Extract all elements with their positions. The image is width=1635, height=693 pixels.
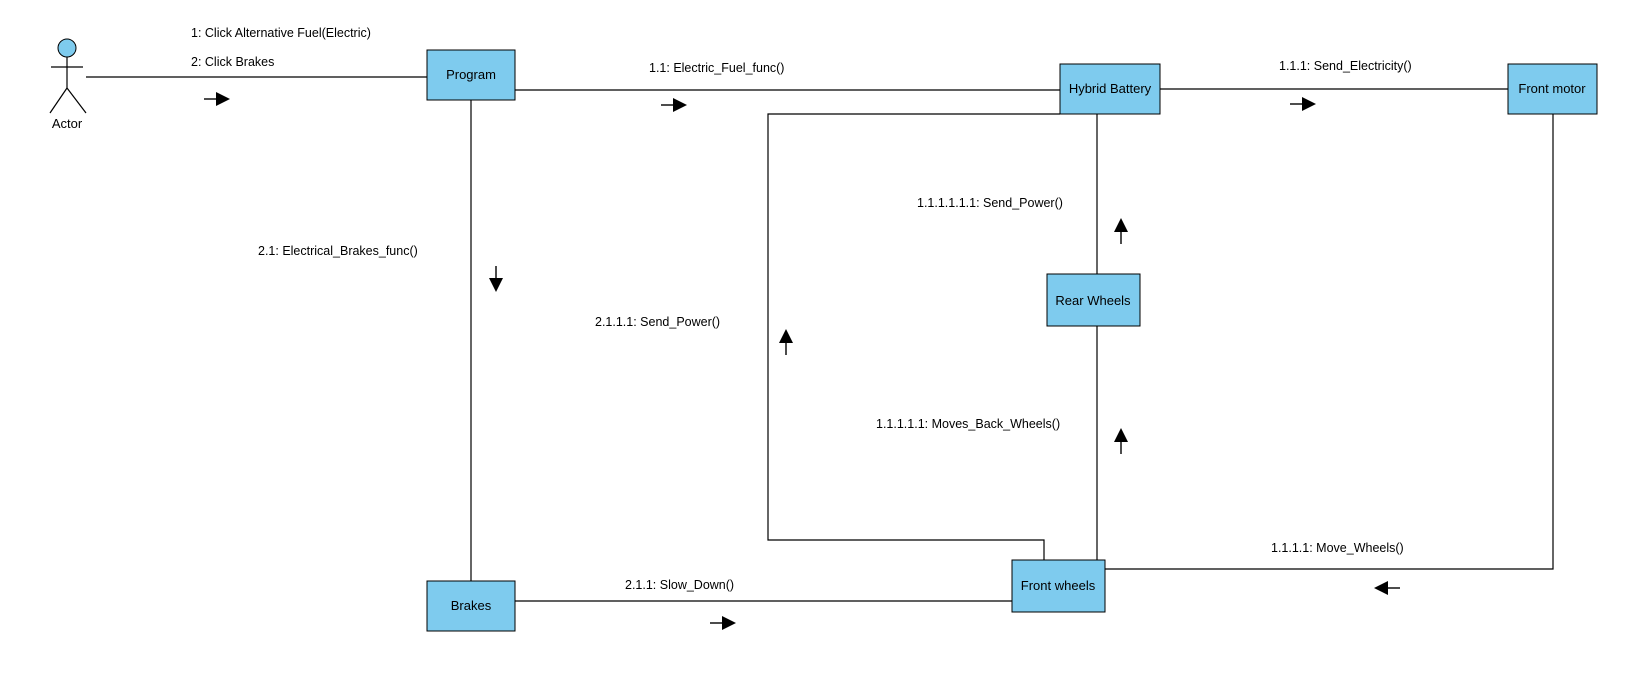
message-2-1-1-1-label: 2.1.1.1: Send_Power(): [595, 315, 720, 329]
message-1-1-1-1-1-label: 1.1.1.1.1: Moves_Back_Wheels(): [876, 417, 1060, 431]
direction-arrows: [204, 92, 1400, 630]
node-program-label: Program: [446, 67, 496, 82]
arrow-right-actor-program: [204, 92, 230, 106]
node-front-wheels[interactable]: Front wheels: [1011, 559, 1106, 613]
arrow-up-front-wheels-battery: [779, 329, 793, 355]
links: [86, 76, 1554, 602]
node-brakes-box: [426, 580, 516, 632]
message-1-1-1-label: 1.1.1: Send_Electricity(): [1279, 59, 1412, 73]
message-1-1-label: 1.1: Electric_Fuel_func(): [649, 61, 784, 75]
node-program-box: [426, 49, 516, 101]
link-front-motor-front-wheels: [1105, 114, 1554, 570]
node-rear-wheels[interactable]: Rear Wheels: [1046, 273, 1141, 327]
node-brakes-label: Brakes: [451, 598, 492, 613]
message-1-1-1-1-1-1-label: 1.1.1.1.1.1: Send_Power(): [917, 196, 1063, 210]
node-brakes[interactable]: Brakes: [426, 580, 516, 632]
arrow-right-program-battery: [661, 98, 687, 112]
node-front-wheels-box: [1011, 559, 1106, 613]
message-2-label: 2: Click Brakes: [191, 55, 274, 69]
node-rear-wheels-label: Rear Wheels: [1055, 293, 1131, 308]
arrow-up-rear-wheels-battery: [1114, 218, 1128, 244]
node-rear-wheels-box: [1046, 273, 1141, 327]
arrow-right-brakes-front-wheels: [710, 616, 736, 630]
node-hybrid-battery-label: Hybrid Battery: [1069, 81, 1152, 96]
node-front-wheels-label: Front wheels: [1021, 578, 1096, 593]
actor-label: Actor: [52, 116, 83, 131]
message-2-1-label: 2.1: Electrical_Brakes_func(): [258, 244, 418, 258]
actor-right-leg: [66, 87, 87, 114]
arrow-left-motor-front-wheels: [1374, 581, 1400, 595]
message-1-label: 1: Click Alternative Fuel(Electric): [191, 26, 371, 40]
arrow-up-front-wheels-rear-wheels: [1114, 428, 1128, 454]
node-front-motor-label: Front motor: [1518, 81, 1586, 96]
actor-head: [57, 38, 77, 58]
node-program[interactable]: Program: [426, 49, 516, 101]
node-front-motor[interactable]: Front motor: [1507, 63, 1598, 115]
node-front-motor-box: [1507, 63, 1598, 115]
message-labels: 1: Click Alternative Fuel(Electric) 2: C…: [191, 26, 1412, 592]
link-front-wheels-hybrid-battery: [767, 113, 1060, 560]
arrow-right-battery-motor: [1290, 97, 1316, 111]
actor[interactable]: Actor: [49, 38, 87, 131]
arrow-down-program-brakes: [489, 266, 503, 292]
message-1-1-1-1-label: 1.1.1.1: Move_Wheels(): [1271, 541, 1404, 555]
actor-left-leg: [49, 87, 68, 114]
message-2-1-1-label: 2.1.1: Slow_Down(): [625, 578, 734, 592]
node-hybrid-battery-box: [1059, 63, 1161, 115]
node-hybrid-battery[interactable]: Hybrid Battery: [1059, 63, 1161, 115]
